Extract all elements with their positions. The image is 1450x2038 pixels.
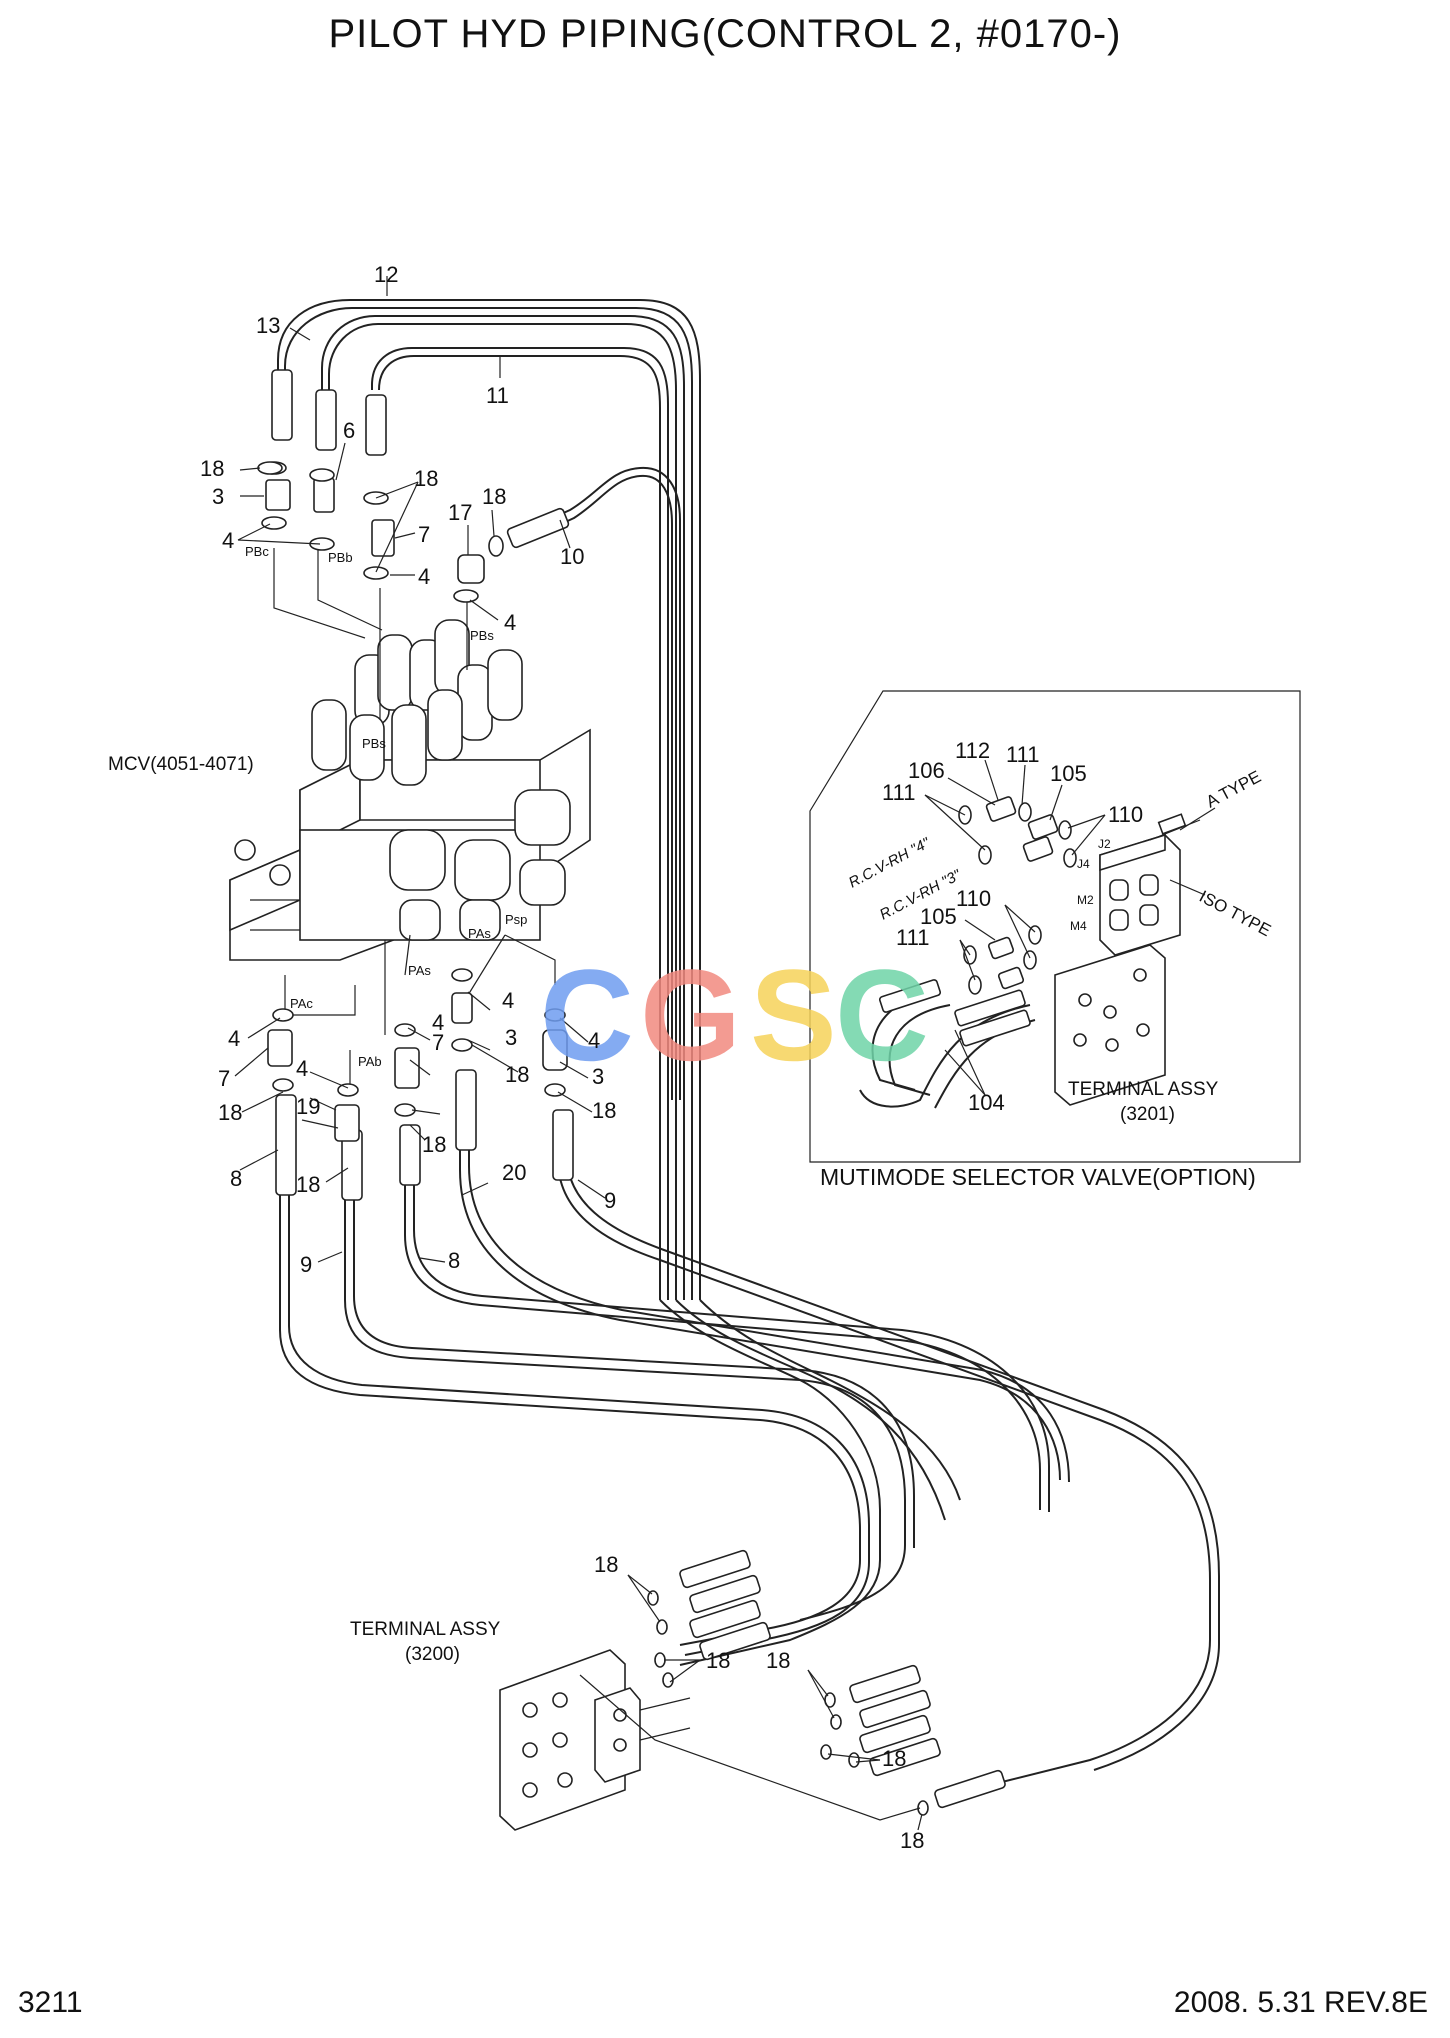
page-number: 3211 (18, 1986, 83, 2019)
callout-4-b: 4 (418, 564, 430, 589)
revision-date: 2008. 5.31 REV.8E (1173, 1986, 1428, 2019)
callout-18-l: 18 (882, 1746, 906, 1771)
callout-4-f: 4 (432, 1010, 444, 1035)
callout-111-a: 111 (1006, 742, 1039, 767)
port-pas-2: PAs (408, 963, 431, 978)
iso-type-label: ISO TYPE (1196, 887, 1274, 940)
callout-4-a: 4 (222, 528, 234, 553)
svg-text:G: G (640, 942, 741, 1088)
callout-111-c: 111 (896, 925, 929, 950)
port-pac: PAc (290, 996, 313, 1011)
callout-4-e: 4 (588, 1028, 600, 1053)
mcv-label: MCV(4051-4071) (108, 754, 254, 775)
callout-8-a: 8 (230, 1166, 242, 1191)
option-frame (809, 690, 1301, 1163)
callout-7-b: 7 (432, 1030, 444, 1055)
svg-text:S: S (750, 942, 837, 1088)
svg-text:C: C (835, 942, 929, 1088)
lower-hoses (275, 1069, 1220, 1809)
callout-18-a: 18 (200, 456, 224, 481)
callout-3-c: 3 (592, 1064, 604, 1089)
port-pbc: PBc (245, 544, 269, 559)
callout-110-a: 110 (1108, 802, 1143, 827)
callout-19: 19 (296, 1094, 320, 1119)
callout-18-m: 18 (900, 1828, 924, 1853)
callout-13: 13 (256, 313, 280, 338)
callout-18-h: 18 (422, 1132, 446, 1157)
callout-18-k: 18 (766, 1648, 790, 1673)
callout-110-b: 110 (956, 886, 991, 911)
port-m2: M2 (1077, 893, 1094, 907)
callout-20: 20 (502, 1160, 526, 1185)
callout-17: 17 (448, 500, 472, 525)
top-hoses (237, 276, 701, 1300)
callout-4-h: 4 (228, 1026, 240, 1051)
callout-105-b: 105 (920, 904, 957, 929)
port-pbs-mid: PBs (362, 736, 386, 751)
callout-18-e: 18 (592, 1098, 616, 1123)
callout-111-b: 111 (882, 780, 915, 805)
callout-3-a: 3 (212, 484, 224, 509)
callout-4-g: 4 (296, 1056, 308, 1081)
callout-105-a: 105 (1050, 761, 1087, 786)
port-j4: J4 (1077, 857, 1090, 871)
callout-104: 104 (968, 1090, 1005, 1115)
callout-3-b: 3 (505, 1025, 517, 1050)
option-terminal-plate (1054, 944, 1166, 1106)
callout-9-b: 9 (604, 1188, 616, 1213)
mid-fittings (234, 968, 606, 1263)
callout-18-d: 18 (505, 1062, 529, 1087)
page-title: PILOT HYD PIPING(CONTROL 2, #0170-) (328, 12, 1122, 56)
callout-7-c: 7 (218, 1066, 230, 1091)
callout-18-g: 18 (296, 1172, 320, 1197)
callout-18-b: 18 (414, 466, 438, 491)
callout-6: 6 (343, 418, 355, 443)
port-pab: PAb (358, 1054, 382, 1069)
callout-7-a: 7 (418, 522, 430, 547)
watermark-logo: C G S C (540, 942, 929, 1088)
callout-18-j: 18 (706, 1648, 730, 1673)
callout-112: 112 (955, 738, 990, 763)
port-psp: Psp (505, 912, 527, 927)
callout-10: 10 (560, 544, 584, 569)
callout-11: 11 (486, 383, 509, 408)
port-pas: PAs (468, 926, 491, 941)
option-caption: MUTIMODE SELECTOR VALVE(OPTION) (820, 1164, 1256, 1190)
callout-8-b: 8 (448, 1248, 460, 1273)
callout-12: 12 (374, 262, 398, 287)
callout-18-c: 18 (482, 484, 506, 509)
callout-106: 106 (908, 758, 945, 783)
terminal-assy-3201-number: (3201) (1120, 1104, 1175, 1125)
terminal-assy-3200-label: TERMINAL ASSY (350, 1619, 501, 1640)
callout-18-i: 18 (594, 1552, 618, 1577)
main-control-valve (229, 548, 591, 1090)
terminal-assy-3200-number: (3200) (405, 1644, 460, 1665)
a-type-label: A TYPE (1203, 767, 1264, 812)
port-pbb: PBb (328, 550, 353, 565)
callout-18-f: 18 (218, 1100, 242, 1125)
multimode-selector-valve-option (809, 690, 1301, 1163)
callout-4-c: 4 (504, 610, 516, 635)
callout-4-d: 4 (502, 988, 514, 1013)
selector-valve-block (1099, 813, 1201, 956)
callout-9-a: 9 (300, 1252, 312, 1277)
port-j2: J2 (1098, 837, 1111, 851)
port-m4: M4 (1070, 919, 1087, 933)
svg-text:C: C (540, 942, 634, 1088)
terminal-assy-3200 (499, 1574, 929, 1831)
terminal-assy-3201-label: TERMINAL ASSY (1068, 1079, 1219, 1100)
port-pbs-top: PBs (470, 628, 494, 643)
rcv4-label: R.C.V-RH "4" (846, 834, 933, 891)
